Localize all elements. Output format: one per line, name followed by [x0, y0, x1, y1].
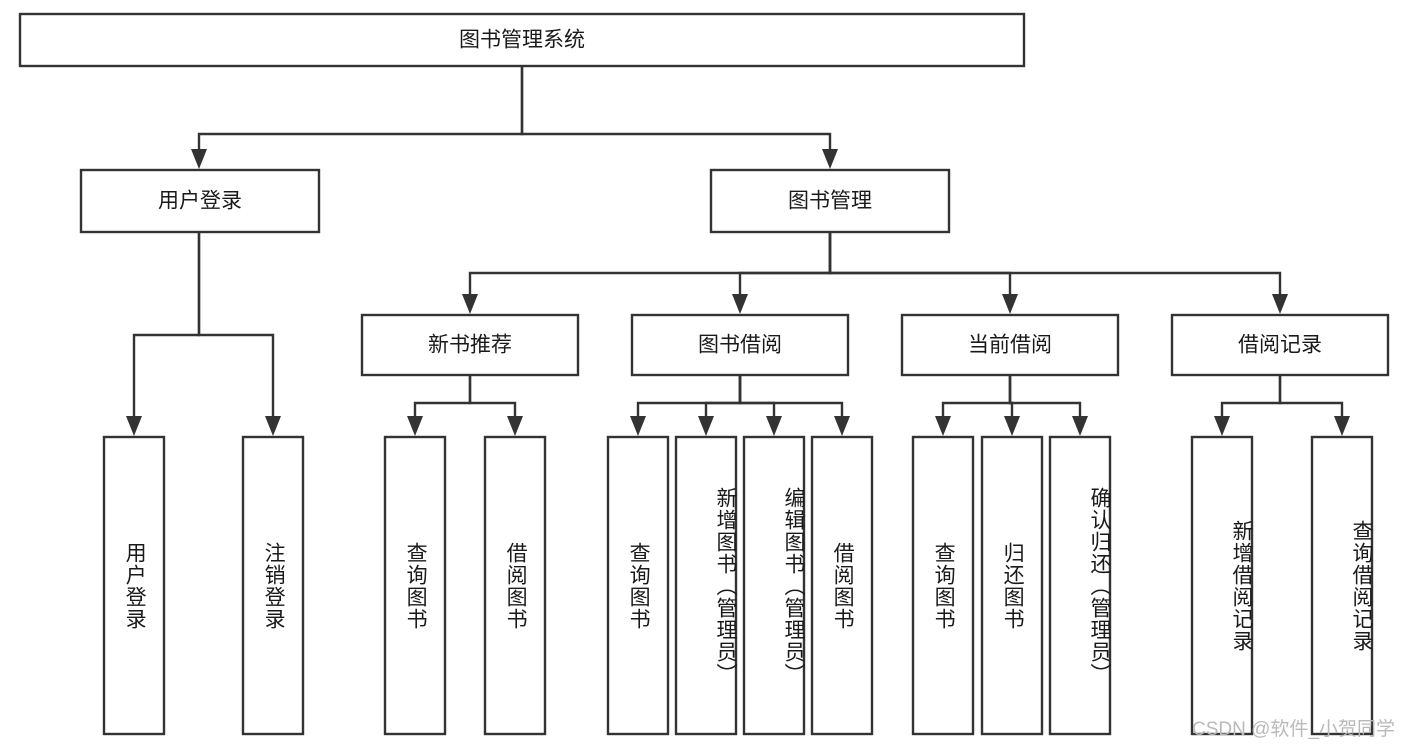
arrow-head-icon: [766, 416, 782, 436]
connector-line: [941, 375, 1012, 425]
connector-查询借阅记录: [1278, 375, 1350, 436]
arrow-head-icon: [822, 149, 838, 169]
level3-node-0-label: 新书推荐: [428, 334, 512, 357]
arrow-head-icon: [1214, 416, 1230, 436]
root-node-box: [18, 12, 1026, 68]
arrow-head-icon: [1334, 416, 1350, 436]
level3-node-1-label: 图书借阅: [698, 334, 782, 357]
connector-line: [197, 232, 275, 425]
connector-line: [468, 232, 832, 303]
leaf-node-1-box: [241, 435, 305, 736]
arrow-head-icon: [1072, 416, 1088, 436]
connector-line: [1220, 375, 1282, 425]
connector-用户登录: [126, 232, 201, 436]
level2-node-0-box: [79, 168, 321, 234]
level2-node-1-label: 图书管理: [788, 190, 872, 213]
connector-line: [197, 66, 524, 158]
level3-node-3-box: [1170, 313, 1390, 377]
connector-新增借阅记录: [1214, 375, 1282, 436]
leaf-node-9-box: [980, 435, 1044, 736]
arrow-head-icon: [834, 416, 850, 436]
leaf-node-4-box: [606, 435, 670, 736]
arrow-head-icon: [126, 416, 142, 436]
arrow-head-icon: [732, 294, 748, 314]
leaf-node-11-box: [1190, 435, 1254, 736]
connector-查询图书: [935, 375, 1012, 436]
level3-node-2-box: [900, 313, 1120, 377]
box-layer: [18, 12, 1390, 736]
arrow-head-icon: [191, 149, 207, 169]
leaf-node-6-box: [742, 435, 806, 736]
connector-图书管理: [520, 66, 838, 169]
leaf-node-3-box: [483, 435, 547, 736]
connector-确认归还（管理员）: [1008, 375, 1088, 436]
connector-借阅图书: [738, 375, 850, 436]
arrow-head-icon: [1002, 294, 1018, 314]
connector-line: [738, 375, 844, 425]
leaf-node-7-box: [810, 435, 874, 736]
leaf-node-10-box: [1048, 435, 1112, 736]
connector-line: [1278, 375, 1344, 425]
connector-图书借阅: [732, 232, 832, 314]
connector-line: [413, 375, 472, 425]
arrow-head-icon: [507, 416, 523, 436]
level3-node-3-label: 借阅记录: [1238, 334, 1322, 357]
arrow-head-icon: [407, 416, 423, 436]
arrow-head-icon: [935, 416, 951, 436]
arrow-head-icon: [265, 416, 281, 436]
connector-line: [520, 66, 832, 158]
level3-node-2-label: 当前借阅: [968, 334, 1052, 357]
connector-借阅记录: [828, 232, 1288, 314]
connector-line: [738, 232, 832, 303]
connector-查询图书: [407, 375, 472, 436]
connector-新增图书（管理员）: [698, 375, 742, 436]
arrow-head-icon: [630, 416, 646, 436]
connector-编辑图书（管理员）: [738, 375, 782, 436]
connector-归还图书: [1004, 375, 1020, 436]
connector-line: [636, 375, 742, 425]
connector-line: [468, 375, 517, 425]
connector-用户登录: [191, 66, 524, 169]
connector-line: [1008, 375, 1082, 425]
leaf-node-5-box: [674, 435, 738, 736]
connector-查询图书: [630, 375, 742, 436]
root-node-label: 图书管理系统: [459, 29, 585, 52]
leaf-node-0-box: [102, 435, 166, 736]
level2-node-0-label: 用户登录: [158, 190, 242, 213]
arrow-head-icon: [1272, 294, 1288, 314]
watermark: CSDN @软件_小贺同学: [1192, 719, 1395, 740]
level3-node-0-box: [360, 313, 580, 377]
leaf-node-2-box: [383, 435, 447, 736]
leaf-node-12-box: [1310, 435, 1374, 736]
connector-注销登录: [197, 232, 281, 436]
connector-layer: [126, 66, 1350, 436]
leaf-node-8-box: [911, 435, 975, 736]
connector-line: [828, 232, 1012, 303]
level3-node-1-box: [630, 313, 850, 377]
connector-line: [132, 232, 201, 425]
arrow-head-icon: [698, 416, 714, 436]
arrow-head-icon: [462, 294, 478, 314]
arrow-head-icon: [1004, 416, 1020, 436]
connector-line: [828, 232, 1282, 303]
connector-借阅图书: [468, 375, 523, 436]
level2-node-1-box: [709, 168, 951, 234]
